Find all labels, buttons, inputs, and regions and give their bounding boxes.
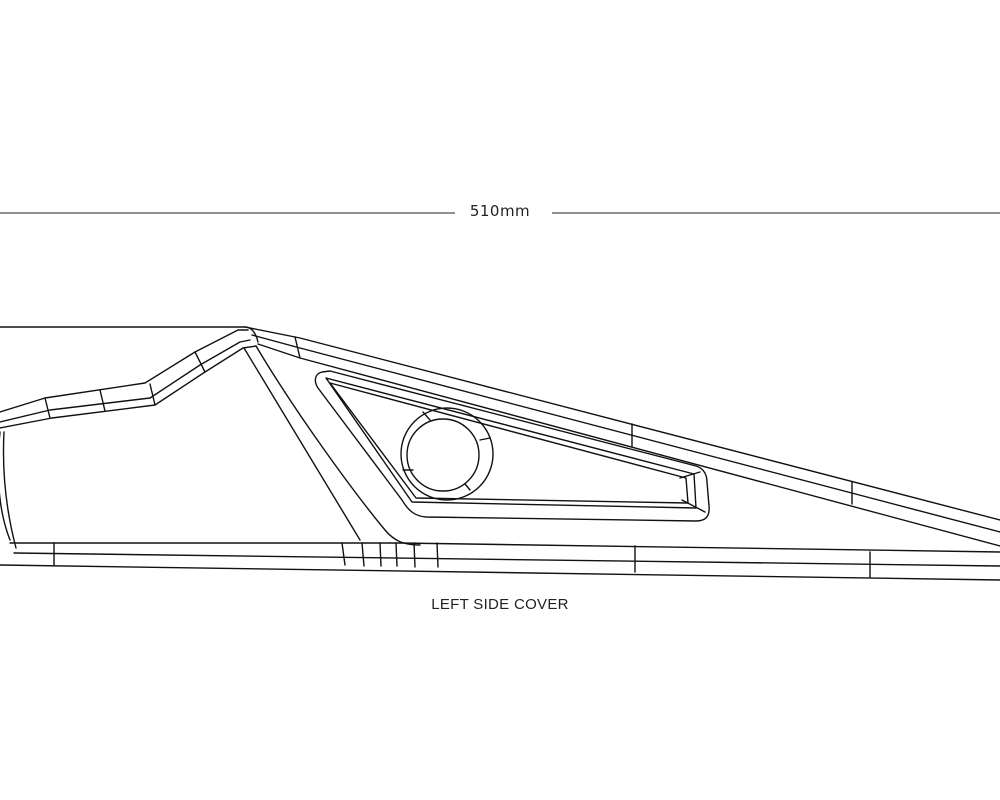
seam-tick-5 bbox=[395, 542, 398, 567]
panel-top-edge-outer bbox=[0, 326, 1000, 521]
panel-bottom-edge-upper bbox=[9, 542, 1000, 553]
cap-outer-ring bbox=[400, 407, 494, 501]
seam-tick-7 bbox=[436, 542, 439, 568]
round-cap bbox=[400, 407, 494, 501]
panel-bottom-edge bbox=[0, 564, 1000, 581]
seam-tick-4 bbox=[379, 542, 382, 567]
vent-corner-line-1 bbox=[679, 471, 701, 479]
seam-tick-top-1 bbox=[294, 336, 301, 359]
flange-top-bevel bbox=[0, 345, 257, 429]
flange-diagonal-edge bbox=[243, 347, 361, 541]
panel-bottom-edge-inner bbox=[13, 552, 1000, 567]
flange-left-curve-inner bbox=[2, 431, 17, 549]
seam-tick-3 bbox=[361, 542, 365, 567]
dimension-label: 510mm bbox=[460, 202, 540, 220]
vent-outer-outline bbox=[314, 370, 710, 522]
flange-seam-3 bbox=[149, 383, 156, 406]
panel-top-edge-inner bbox=[251, 334, 1000, 533]
seam-tick-2 bbox=[341, 542, 346, 566]
part-caption: LEFT SIDE COVER bbox=[431, 596, 569, 613]
flange-top-outer bbox=[0, 329, 249, 413]
flange-seam-4 bbox=[194, 351, 206, 373]
triangular-vent bbox=[314, 370, 710, 522]
panel-top-corner bbox=[244, 326, 259, 343]
flange-diagonal-curve bbox=[255, 345, 421, 546]
cap-inner-circle bbox=[406, 418, 480, 492]
panel-top-edge-bevel bbox=[257, 343, 1000, 547]
vent-corner-line-2 bbox=[681, 499, 706, 513]
cap-ring-line-4 bbox=[479, 437, 491, 441]
cap-ring-line-1 bbox=[422, 411, 431, 421]
panel-outer-outline bbox=[0, 326, 1000, 581]
vent-inner-outline bbox=[329, 382, 689, 504]
seam-tick-6 bbox=[413, 542, 416, 568]
flange-seam-2 bbox=[99, 389, 106, 412]
flange-left-curve bbox=[0, 431, 11, 541]
panel-seams bbox=[53, 336, 871, 578]
vent-bevel-outline bbox=[325, 377, 697, 509]
flange-seam-1 bbox=[44, 397, 51, 419]
cap-ring-line-3 bbox=[464, 483, 471, 491]
left-flange bbox=[0, 329, 421, 549]
flange-top-inner bbox=[0, 339, 251, 423]
